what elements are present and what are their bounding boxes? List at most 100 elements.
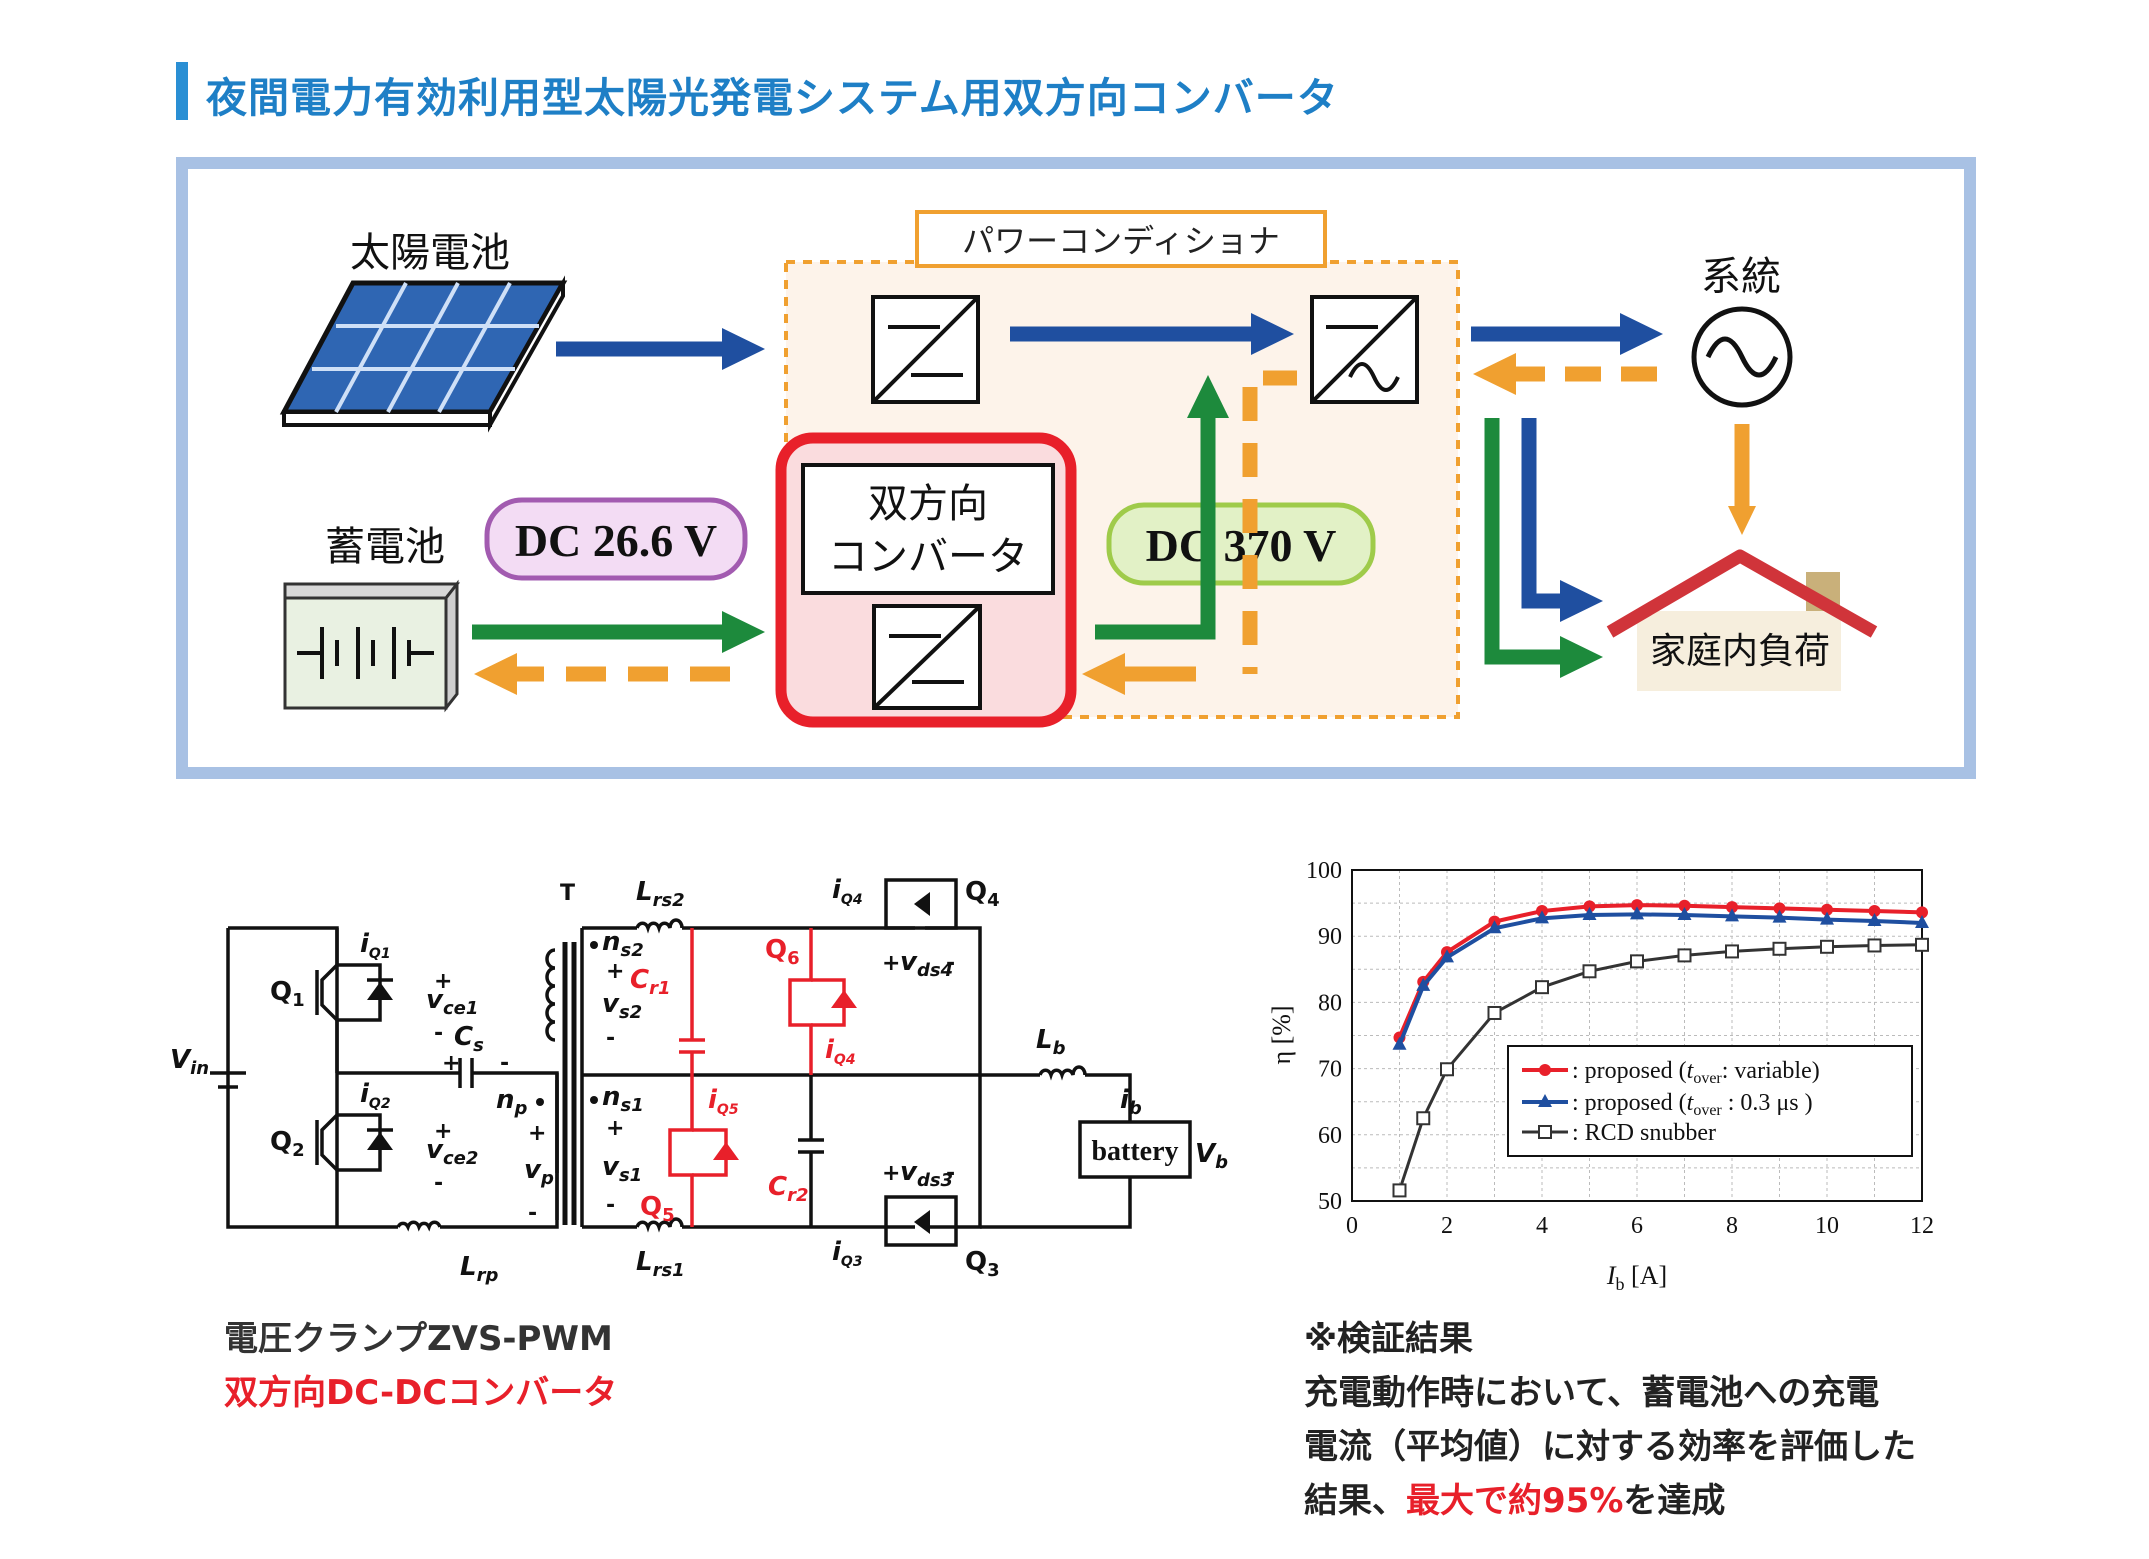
- q3-label: Q3: [965, 1247, 1000, 1281]
- data-point: [1820, 911, 1834, 925]
- result-line1: 充電動作時において、蓄電池への充電: [1304, 1373, 1880, 1413]
- power-conditioner-label: パワーコンディショナ: [962, 222, 1280, 260]
- vce1-label: vce1: [426, 985, 478, 1019]
- data-point: [1820, 939, 1834, 954]
- diodes-q1-q2: [367, 978, 393, 1150]
- lb-label: Lb: [1036, 1025, 1066, 1059]
- data-point: [1631, 899, 1643, 912]
- svg-text:+: +: [882, 951, 900, 976]
- dc-high-label: DC 370 V: [1146, 520, 1337, 571]
- data-point: [1915, 914, 1929, 928]
- legend-rcd-snubber: : RCD snubber: [1572, 1120, 1716, 1146]
- y-tick-label: 90: [1318, 924, 1342, 950]
- data-point: [1772, 909, 1787, 923]
- chart-legend: : proposed (tover: variable) : proposed …: [1507, 1045, 1913, 1157]
- data-point: [1582, 907, 1597, 921]
- dc-low-label: DC 26.6 V: [515, 515, 717, 566]
- vce2-label: vce2: [426, 1135, 478, 1169]
- chart-plot-frame: [1351, 869, 1923, 1202]
- transformer-label: T: [560, 881, 575, 906]
- data-point: [1677, 948, 1692, 963]
- data-point: [1726, 901, 1738, 914]
- iq5-label: iQ5: [708, 1085, 739, 1118]
- y-tick-label: 80: [1318, 990, 1342, 1016]
- inverter-icon: [1310, 295, 1419, 404]
- vb-label: Vb: [1195, 1139, 1228, 1173]
- result-highlight: 最大で約95%: [1406, 1481, 1624, 1521]
- data-point: [1916, 906, 1928, 919]
- x-tick-label: 12: [1910, 1213, 1934, 1239]
- night-power-arrowheads: [474, 353, 1756, 695]
- q6-label: Q6: [765, 935, 800, 969]
- title-accent-bar: [176, 62, 188, 120]
- y-tick-label: 60: [1318, 1123, 1342, 1149]
- bidirectional-dcdc-icon: [872, 604, 982, 710]
- ib-label: ib: [1120, 1085, 1142, 1119]
- page-title: 夜間電力有効利用型太陽光発電システム用双方向コンバータ: [206, 74, 1339, 122]
- ns2-label: ns2: [602, 927, 644, 961]
- data-point: [1440, 1062, 1454, 1077]
- legend-marker-proposed-variable: [1539, 1064, 1551, 1076]
- house-icon: [1606, 549, 1878, 691]
- result-line3: 結果、最大で約95%を達成: [1304, 1481, 1726, 1521]
- series-line: [1397, 903, 1923, 1039]
- solar-label: 太陽電池: [350, 230, 510, 276]
- y-tick-label: 70: [1318, 1057, 1342, 1083]
- dcdc-converter-icon: [871, 295, 980, 404]
- power-conditioner-label-box: [915, 210, 1327, 268]
- chart-xlabel: Ib [A]: [1606, 1261, 1667, 1294]
- chart-series: [1392, 899, 1929, 1198]
- data-point: [1416, 977, 1431, 991]
- vp-label: vp: [524, 1155, 554, 1189]
- data-point: [1630, 954, 1644, 969]
- circuit-caption-line2: 双方向DC-DCコンバータ: [224, 1373, 618, 1413]
- battery-charge-arrows: [472, 375, 1603, 678]
- result-text: ※検証結果 充電動作時において、蓄電池への充電 電流（平均値）に対する効率を評価…: [1304, 1312, 1916, 1528]
- q1-label: Q1: [270, 977, 305, 1011]
- svg-text:+: +: [442, 1051, 460, 1076]
- vds4-label: vds4: [900, 947, 953, 981]
- inductor-coils: [396, 918, 1087, 1233]
- vds3-label: vds3: [900, 1157, 953, 1191]
- x-tick-label: 6: [1631, 1213, 1643, 1239]
- x-tick-label: 8: [1726, 1213, 1738, 1239]
- data-point: [1867, 912, 1882, 926]
- legend-marker-proposed-03us: [1538, 1094, 1552, 1107]
- np-label: np: [496, 1085, 528, 1119]
- cr2-label: Cr2: [768, 1172, 809, 1206]
- svg-text:-: -: [946, 1161, 955, 1186]
- igbt-q1-q2: [315, 928, 382, 1172]
- svg-text:+: +: [606, 1116, 624, 1141]
- svg-text:-: -: [434, 1171, 443, 1196]
- lrs1-label: Lrs1: [636, 1247, 685, 1281]
- chart-ylabel: η [%]: [1267, 1005, 1296, 1064]
- iq4-mid-label: iQ4: [825, 1035, 856, 1068]
- mosfet-diodes: [914, 892, 930, 1234]
- system-diagram-frame: [176, 157, 1976, 779]
- y-tick-label: 100: [1306, 858, 1342, 884]
- battery-icon: [283, 579, 461, 713]
- svg-text:-: -: [500, 1051, 509, 1076]
- ns1-label: ns1: [602, 1082, 644, 1116]
- data-point: [1392, 1036, 1407, 1050]
- q4-label: Q4: [965, 877, 1000, 911]
- legend-proposed-03us: : proposed (tover : 0.3 μs ): [1572, 1090, 1813, 1119]
- clamp-diodes-red: [713, 990, 857, 1160]
- data-point: [1416, 1111, 1431, 1126]
- data-point: [1535, 980, 1549, 995]
- data-point: [1677, 907, 1692, 921]
- system-diagram: パワーコンディショナ 太陽電池 蓄電池 DC 26.: [279, 210, 1878, 728]
- polarity-signs: + - + - + - + - + - + - + - + -: [434, 951, 955, 1226]
- dc-high-badge: [1106, 502, 1376, 586]
- data-point: [1772, 941, 1787, 956]
- mosfet-q3-q4: [884, 878, 958, 1247]
- lrp-label: Lrp: [460, 1252, 498, 1286]
- x-tick-label: 0: [1346, 1213, 1358, 1239]
- svg-text:-: -: [434, 1021, 443, 1046]
- x-tick-label: 10: [1815, 1213, 1839, 1239]
- legend-marker-rcd-snubber: [1538, 1125, 1552, 1139]
- night-power-arrows: [507, 366, 1750, 682]
- data-point: [1821, 903, 1833, 916]
- iq3-label: iQ3: [832, 1237, 863, 1270]
